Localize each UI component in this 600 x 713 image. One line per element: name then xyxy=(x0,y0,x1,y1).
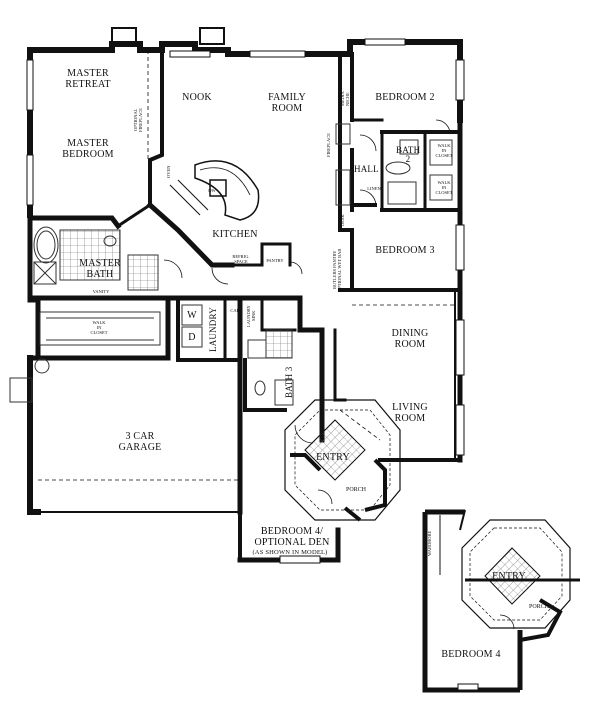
label-alt-porch: PORCH xyxy=(528,604,549,610)
label-living-room: LIVING ROOM xyxy=(392,402,428,424)
alt-bedroom4-plan xyxy=(422,509,580,693)
doors xyxy=(163,119,451,505)
label-fireplace: FIREPLACE xyxy=(326,133,331,158)
label-laundry-sink: LAUNDRY SINK xyxy=(246,305,256,327)
label-pantry: PANTRY xyxy=(266,258,284,263)
label-media-niche: MEDIA NICHE xyxy=(340,91,350,107)
label-kitchen: KITCHEN xyxy=(212,229,258,240)
entry-octagon xyxy=(284,399,401,522)
label-walk-in-closet-a: WALK IN CLOSET xyxy=(435,143,453,158)
label-desk: DESK xyxy=(340,214,345,226)
label-master-bedroom: MASTER BEDROOM xyxy=(62,138,114,160)
label-model-note: (AS SHOWN IN MODEL) xyxy=(252,549,328,556)
label-bedroom-3: BEDROOM 3 xyxy=(375,245,435,256)
label-laundry: LAUNDRY xyxy=(208,307,218,353)
label-garage: 3 CAR GARAGE xyxy=(118,431,162,453)
label-walk-in-closet-master: WALK IN CLOSET xyxy=(90,320,108,335)
label-vanity: VANITY xyxy=(92,289,110,294)
label-master-bath: MASTER BATH xyxy=(79,258,121,280)
label-cab: CAB xyxy=(230,308,240,313)
label-nook: NOOK xyxy=(182,92,212,103)
label-refrig-space: REFRIG. SPACE xyxy=(232,254,250,264)
label-optional-fireplace: OPTIONAL FIREPLACE xyxy=(133,108,143,133)
label-bath-3: BATH 3 xyxy=(284,366,294,398)
label-butlers-pantry: BUTLERS PANTRY OPTIONAL WET BAR xyxy=(332,248,342,292)
label-washer: W xyxy=(187,310,197,321)
main-house-walls xyxy=(27,27,463,563)
label-family-room: FAMILY ROOM xyxy=(268,92,306,114)
label-porch: PORCH xyxy=(346,487,367,493)
label-hall: HALL xyxy=(354,164,379,174)
label-dw: DW xyxy=(208,188,216,193)
label-master-retreat: MASTER RETREAT xyxy=(65,68,111,90)
label-alt-entry: ENTRY xyxy=(492,571,526,582)
label-dining-room: DINING ROOM xyxy=(391,328,429,350)
label-bedroom-2: BEDROOM 2 xyxy=(375,92,435,103)
kitchen-island xyxy=(169,160,260,221)
label-dryer: D xyxy=(188,332,196,343)
windows xyxy=(26,38,465,564)
dashed-lines xyxy=(38,50,455,481)
label-linen: LINEN xyxy=(367,186,381,191)
label-walk-in-closet-b: WALK IN CLOSET xyxy=(435,180,453,195)
label-alt-bedroom-4: BEDROOM 4 xyxy=(441,649,501,660)
label-entry: ENTRY xyxy=(316,452,350,463)
fixtures xyxy=(9,123,453,406)
label-oven: OVEN xyxy=(166,165,171,179)
label-bedroom-4-den: BEDROOM 4/ OPTIONAL DEN xyxy=(254,526,330,548)
label-bath-2: BATH 2 xyxy=(396,145,421,164)
label-wardrobe: WARDROBE xyxy=(427,530,432,556)
